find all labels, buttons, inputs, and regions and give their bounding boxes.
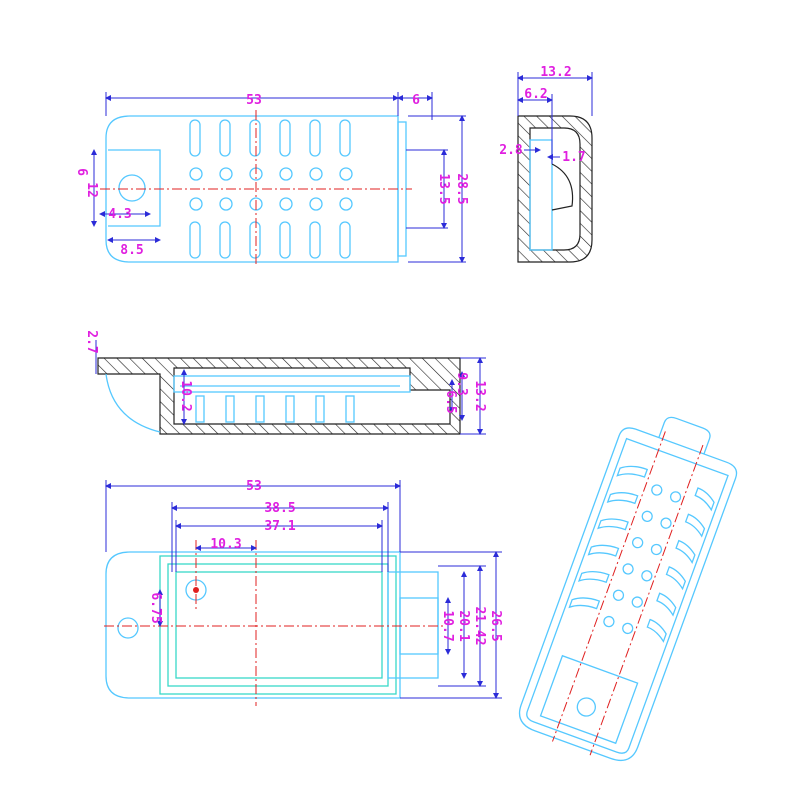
dim-section-height: 13.2: [472, 380, 487, 411]
dim-top-height-outer: 28.5: [454, 173, 469, 204]
side-rib: [551, 163, 574, 211]
side-section: [517, 115, 593, 263]
iso-notch: [539, 654, 639, 745]
dim-bottom-pcb-inner: 37.1: [264, 519, 295, 534]
bottom-mid-frame: [167, 563, 389, 687]
dim-top-height-inner: 13.5: [436, 173, 451, 204]
bottom-body-outline: [105, 551, 401, 699]
dim-side-rib-a: 2.8: [499, 143, 523, 158]
dim-side-depth: 13.2: [540, 65, 571, 80]
dim-section-lip: 2.7: [84, 330, 99, 353]
dim-bottom-width: 53: [246, 479, 262, 494]
dim-section-inner: 10.2: [178, 380, 193, 411]
section-slots: [195, 395, 355, 423]
dim-bottom-slot: 10.7: [440, 610, 455, 641]
dim-bottom-hole-x: 10.3: [210, 537, 241, 552]
dim-side-wall: 6.2: [524, 87, 547, 102]
iso-mount-hole: [576, 697, 596, 717]
iso-slots: [568, 465, 715, 643]
section-view: 2.7 10.2 13.2 9.3 6.5: [84, 330, 487, 435]
iso-vent-holes: [603, 484, 682, 635]
dim-top-notch-width: 8.5: [120, 243, 143, 258]
top-notch: [108, 149, 161, 227]
section-pcb: [173, 375, 411, 393]
dim-top-width: 53: [246, 93, 262, 108]
dim-top-notch-height: 12: [84, 182, 99, 198]
top-body-outline: [105, 115, 399, 263]
bottom-mount-hole: [117, 617, 139, 639]
isometric-view: [518, 416, 738, 762]
top-slots: [189, 119, 351, 259]
bottom-outer-frame: [159, 555, 397, 695]
top-view: 53 6 28.5 13.5 6 12 4.3 8.5: [74, 92, 469, 266]
iso-tip: [658, 416, 711, 455]
section-curve: [105, 373, 161, 433]
iso-body-outline: [518, 427, 738, 762]
dim-section-slot-a: 9.3: [454, 372, 469, 395]
bottom-inner-frame: [175, 571, 383, 679]
dim-top-hole-offset: 4.3: [108, 207, 131, 222]
dim-side-rib-b: 1.7: [562, 150, 585, 165]
section-hatch: [97, 357, 461, 435]
side-cavity: [529, 139, 553, 251]
dim-top-tip: 6: [412, 93, 420, 108]
bottom-view: 53 38.5 37.1 10.3 6.75 26.5 21.42 20.1 1…: [104, 479, 503, 706]
dim-bottom-height-inner: 20.1: [456, 610, 471, 641]
dim-bottom-height-outer: 26.5: [488, 610, 503, 641]
dim-bottom-pcb-outer: 38.5: [264, 501, 295, 516]
dim-section-slot-b: 6.5: [443, 390, 458, 413]
dim-top-notch-offset: 6: [74, 168, 89, 176]
side-view: 13.2 6.2 2.8 1.7: [499, 65, 593, 263]
dim-bottom-height-mid: 21.42: [472, 606, 487, 645]
dim-bottom-hole-y: 6.75: [148, 592, 163, 623]
top-mount-hole: [118, 174, 146, 202]
